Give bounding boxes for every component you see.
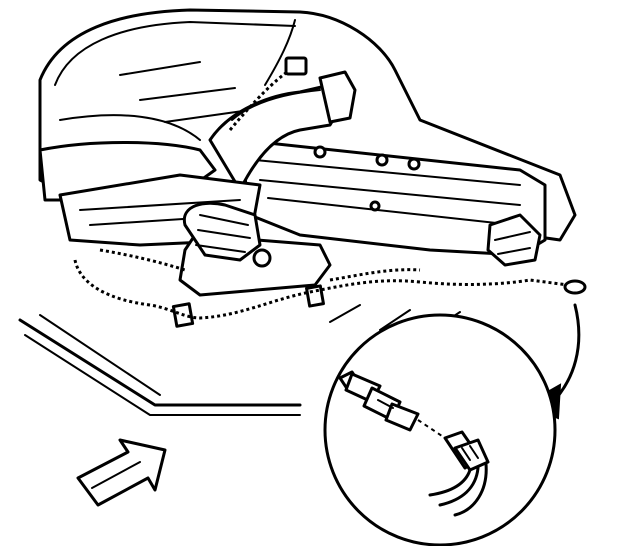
harness-connector: [428, 430, 490, 517]
sensor-plug: [338, 370, 420, 432]
front-view-arrow-icon: [76, 438, 167, 507]
sensor-bracket: [171, 201, 332, 328]
exhaust-hanger: [486, 213, 542, 267]
upper-harness-connector: [228, 19, 308, 131]
exhaust-pipe: [208, 70, 357, 192]
wiring-harness: [73, 248, 587, 320]
connector-detail-inset: [323, 313, 557, 546]
frame-rail: [238, 138, 547, 257]
